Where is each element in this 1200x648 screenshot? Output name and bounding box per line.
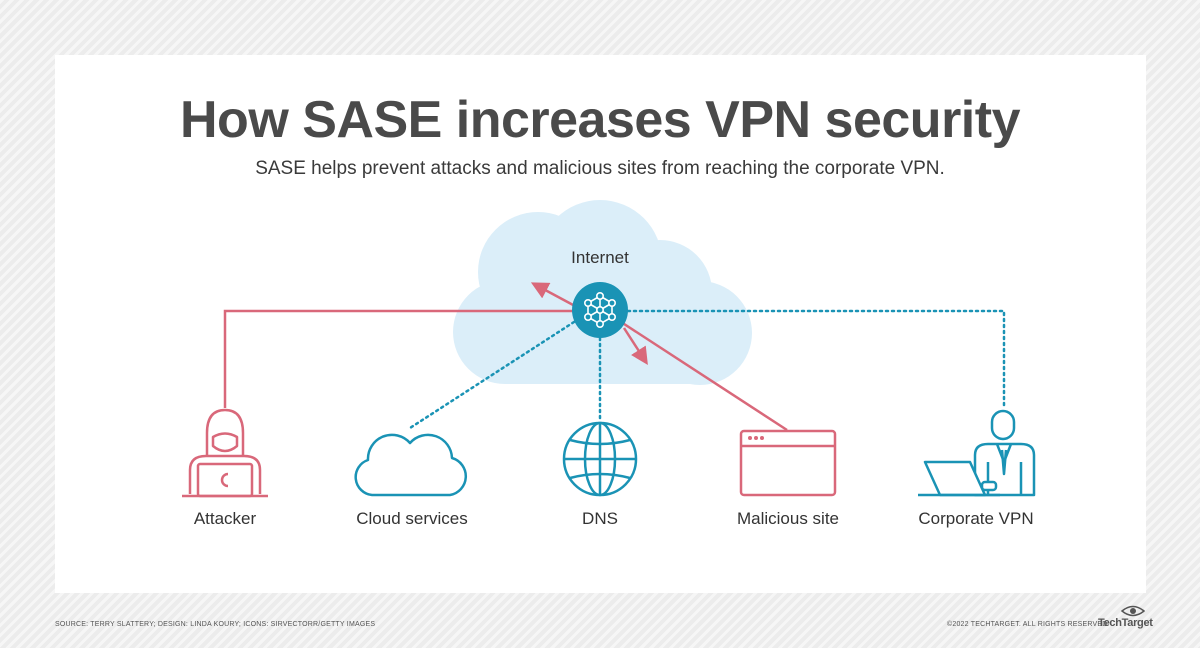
page-title: How SASE increases VPN security bbox=[180, 91, 1021, 149]
page-subtitle: SASE helps prevent attacks and malicious… bbox=[255, 158, 945, 179]
techtarget-eye-icon bbox=[1121, 605, 1145, 617]
attacker-label: Attacker bbox=[193, 509, 257, 528]
browser-window-icon bbox=[739, 429, 837, 497]
internet-label: Internet bbox=[571, 248, 629, 267]
cloud-services-label: Cloud services bbox=[356, 509, 468, 528]
corporate-user-icon bbox=[918, 409, 1036, 497]
blocked-site-arrow bbox=[622, 327, 648, 365]
hacker-icon bbox=[182, 408, 268, 498]
source-credit: SOURCE: TERRY SLATTERY; DESIGN: LINDA KO… bbox=[55, 621, 376, 628]
corporate-vpn-connection bbox=[626, 309, 1006, 410]
safe-connections bbox=[408, 309, 1006, 430]
cloud-icon bbox=[354, 433, 468, 497]
dns-label: DNS bbox=[582, 509, 618, 528]
malicious-site-connection bbox=[617, 318, 788, 432]
blocked-attack-arrow bbox=[530, 282, 576, 308]
attacker-connection bbox=[223, 309, 575, 408]
malicious-site-label: Malicious site bbox=[736, 509, 840, 528]
techtarget-logo: TechTarget bbox=[1098, 617, 1153, 629]
network-hub-icon bbox=[572, 282, 628, 338]
copyright-notice: ©2022 TECHTARGET. ALL RIGHTS RESERVED bbox=[947, 621, 1108, 628]
globe-icon bbox=[562, 421, 638, 497]
cloud-services-connection bbox=[408, 320, 576, 430]
corporate-vpn-label: Corporate VPN bbox=[918, 509, 1034, 528]
threat-connections bbox=[223, 282, 788, 432]
